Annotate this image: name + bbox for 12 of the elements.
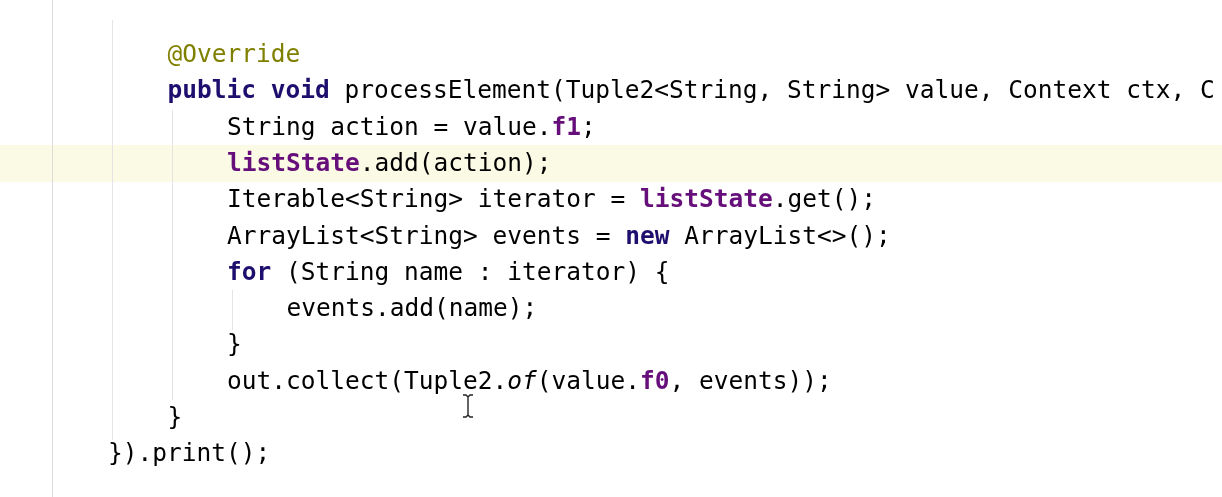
- code-line: public void processElement(Tuple2<String, String> value, Context ctx, C: [167, 75, 1215, 106]
- code-line: Iterable<String> iterator = listState.get();: [227, 184, 877, 215]
- code-line: events.add(name);: [286, 293, 538, 324]
- code-line: String action = value.f1;: [227, 111, 596, 142]
- code-line: listState.add(action);: [227, 147, 552, 178]
- code-line: out.collect(Tuple2.of(value.f0, events));: [227, 365, 832, 396]
- code-line: ArrayList<String> events = new ArrayList<>();: [227, 220, 891, 251]
- code-line: }).print();: [108, 438, 271, 469]
- code-line: }: [227, 329, 242, 360]
- code-line: }: [167, 402, 183, 432]
- code-line: for (String name : iterator) {: [227, 256, 670, 287]
- annotation: @Override: [167, 39, 301, 69]
